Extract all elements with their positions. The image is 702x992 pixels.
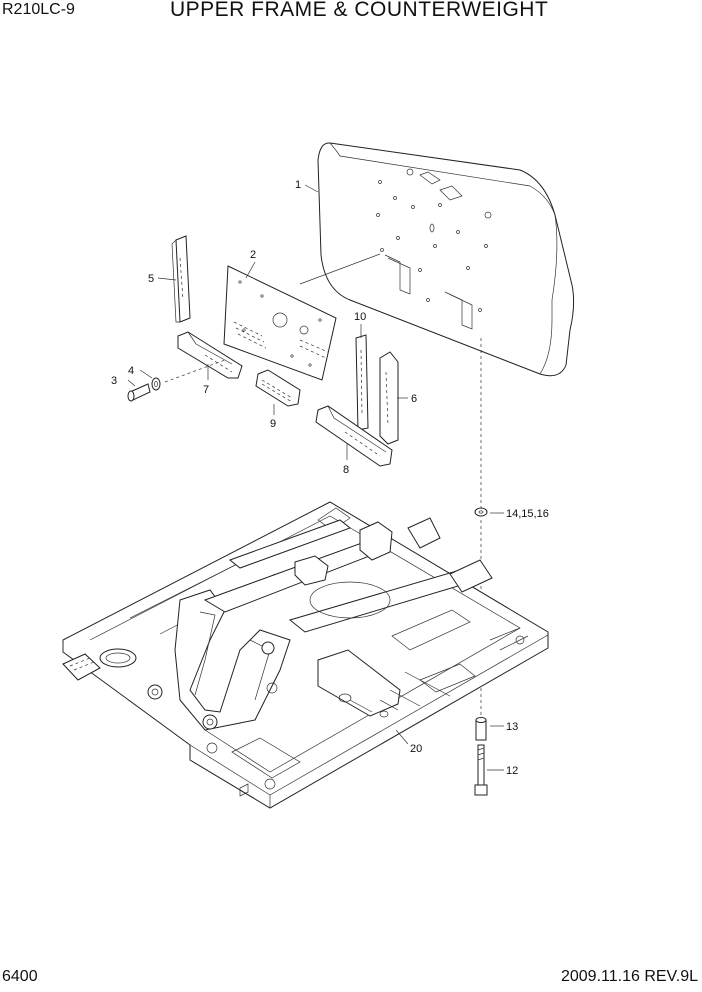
pad-10: [355, 334, 369, 431]
pad-9: [255, 369, 301, 407]
callout-labels: 1 2 5 4 3 7 9 10 6 8 14,15,16 13 12 20: [111, 179, 549, 777]
callout-13: 13: [506, 721, 518, 733]
callout-7: 7: [203, 384, 209, 396]
callout-10: 10: [354, 311, 366, 323]
callout-8: 8: [343, 464, 349, 476]
page-number: 6400: [2, 968, 38, 985]
washer-4: [151, 377, 161, 391]
counterweight: [317, 142, 575, 377]
pad-7: [177, 331, 243, 379]
bolt-12: [474, 744, 488, 796]
page-title: UPPER FRAME & COUNTERWEIGHT: [170, 0, 549, 21]
callout-6: 6: [411, 393, 417, 405]
leader-lines: [127, 184, 504, 771]
spacer-13: [475, 717, 487, 741]
callout-4: 4: [128, 365, 134, 377]
callout-12: 12: [506, 765, 518, 777]
callout-9: 9: [270, 418, 276, 430]
washer-14-15-16: [474, 507, 488, 517]
plate: [223, 265, 337, 381]
callout-1: 1: [295, 179, 301, 191]
pad-8: [315, 405, 393, 467]
bolt-3: [127, 383, 151, 402]
callout-3: 3: [111, 375, 117, 387]
callout-20: 20: [410, 743, 422, 755]
pad-5: [171, 235, 191, 323]
callout-14-15-16: 14,15,16: [506, 508, 549, 520]
callout-5: 5: [148, 273, 154, 285]
model-number: R210LC-9: [2, 1, 75, 18]
revision-date: 2009.11.16 REV.9L: [560, 968, 698, 985]
pad-6: [379, 351, 399, 445]
upper-frame: [62, 501, 549, 809]
callout-2: 2: [250, 249, 256, 261]
